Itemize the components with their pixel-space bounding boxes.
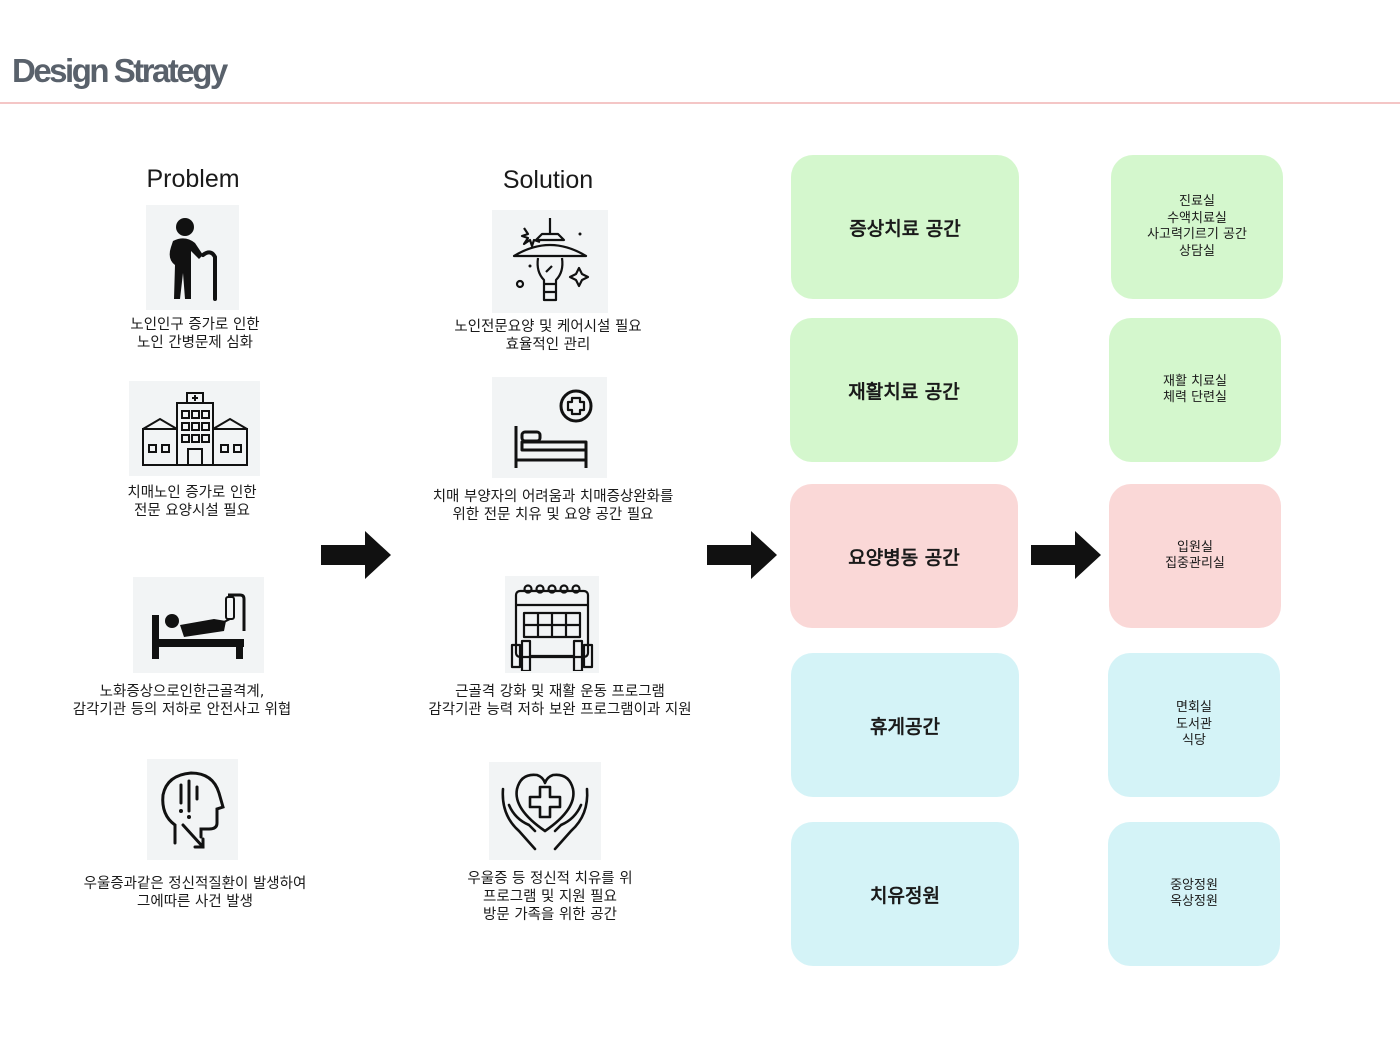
problem-heading: Problem: [146, 165, 240, 193]
rooms-box-nursing-ward: 입원실 집중관리실: [1109, 484, 1281, 628]
space-box-rehabilitation: 재활치료 공간: [790, 318, 1018, 462]
space-box-healing-garden: 치유정원: [791, 822, 1019, 966]
calendar-dumbbell-icon: [505, 576, 599, 673]
rooms-box-symptom-treatment: 진료실 수액치료실 사고력기르기 공간 상담실: [1111, 155, 1283, 299]
heart-hands-icon: [489, 762, 601, 860]
solution-caption-2: 치매 부양자의 어려움과 치매증상완화를 위한 전문 치유 및 요양 공간 필요: [432, 489, 674, 523]
solution-caption-3: 근골격 강화 및 재활 운동 프로그램 감각기관 능력 저하 보완 프로그램이과…: [428, 684, 692, 718]
solution-heading: Solution: [502, 166, 594, 194]
problem-caption-2: 치매노인 증가로 인한 전문 요양시설 필요: [127, 485, 257, 519]
space-box-nursing-ward: 요양병동 공간: [790, 484, 1018, 628]
right-arrow-icon: [321, 531, 391, 579]
space-box-lounge: 휴게공간: [791, 653, 1019, 797]
problem-caption-3: 노화증상으로인한근골격계, 감각기관 등의 저하로 안전사고 위협: [72, 684, 292, 718]
lamp-idea-icon: [492, 210, 608, 313]
elderly-person-icon: [146, 205, 239, 310]
solution-caption-4: 우울증 등 정신적 치유를 위 프로그램 및 지원 필요 방문 가족을 위한 공…: [467, 871, 633, 923]
rooms-box-rehabilitation: 재활 치료실 체력 단련실: [1109, 318, 1281, 462]
page-title: Design Strategy: [12, 52, 228, 89]
patient-bed-icon: [133, 577, 264, 673]
right-arrow-icon: [1031, 531, 1101, 579]
depressed-head-icon: [147, 759, 238, 860]
rooms-box-lounge: 면회실 도서관 식당: [1108, 653, 1280, 797]
problem-caption-1: 노인인구 증가로 인한 노인 간병문제 심화: [130, 317, 260, 351]
rooms-box-healing-garden: 중앙정원 옥상정원: [1108, 822, 1280, 966]
title-divider: [0, 102, 1400, 104]
medical-bed-icon: [492, 377, 607, 478]
space-box-symptom-treatment: 증상치료 공간: [791, 155, 1019, 299]
solution-caption-1: 노인전문요양 및 케어시설 필요 효율적인 관리: [454, 319, 642, 353]
right-arrow-icon: [707, 531, 777, 579]
hospital-building-icon: [129, 381, 260, 476]
problem-caption-4: 우울증과같은 정신적질환이 발생하여 그에따른 사건 발생: [83, 876, 307, 910]
